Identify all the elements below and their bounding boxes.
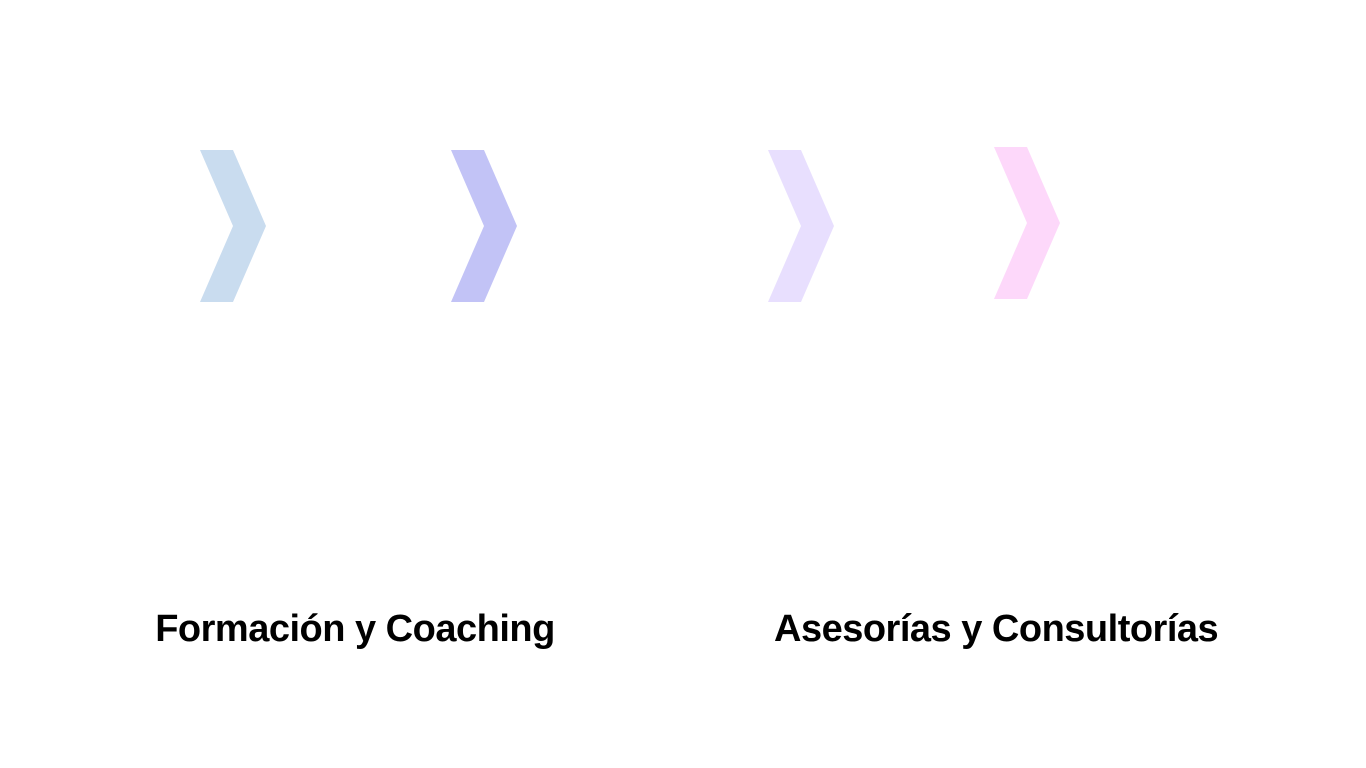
chevron-right-icon [994,147,1060,299]
chevron-right-icon [200,150,266,302]
chevron-right-icon [451,150,517,302]
section-title-asesorias: Asesorías y Consultorías [774,608,1219,650]
section-title-formacion: Formación y Coaching [155,608,555,650]
chevron-right-icon [768,150,834,302]
